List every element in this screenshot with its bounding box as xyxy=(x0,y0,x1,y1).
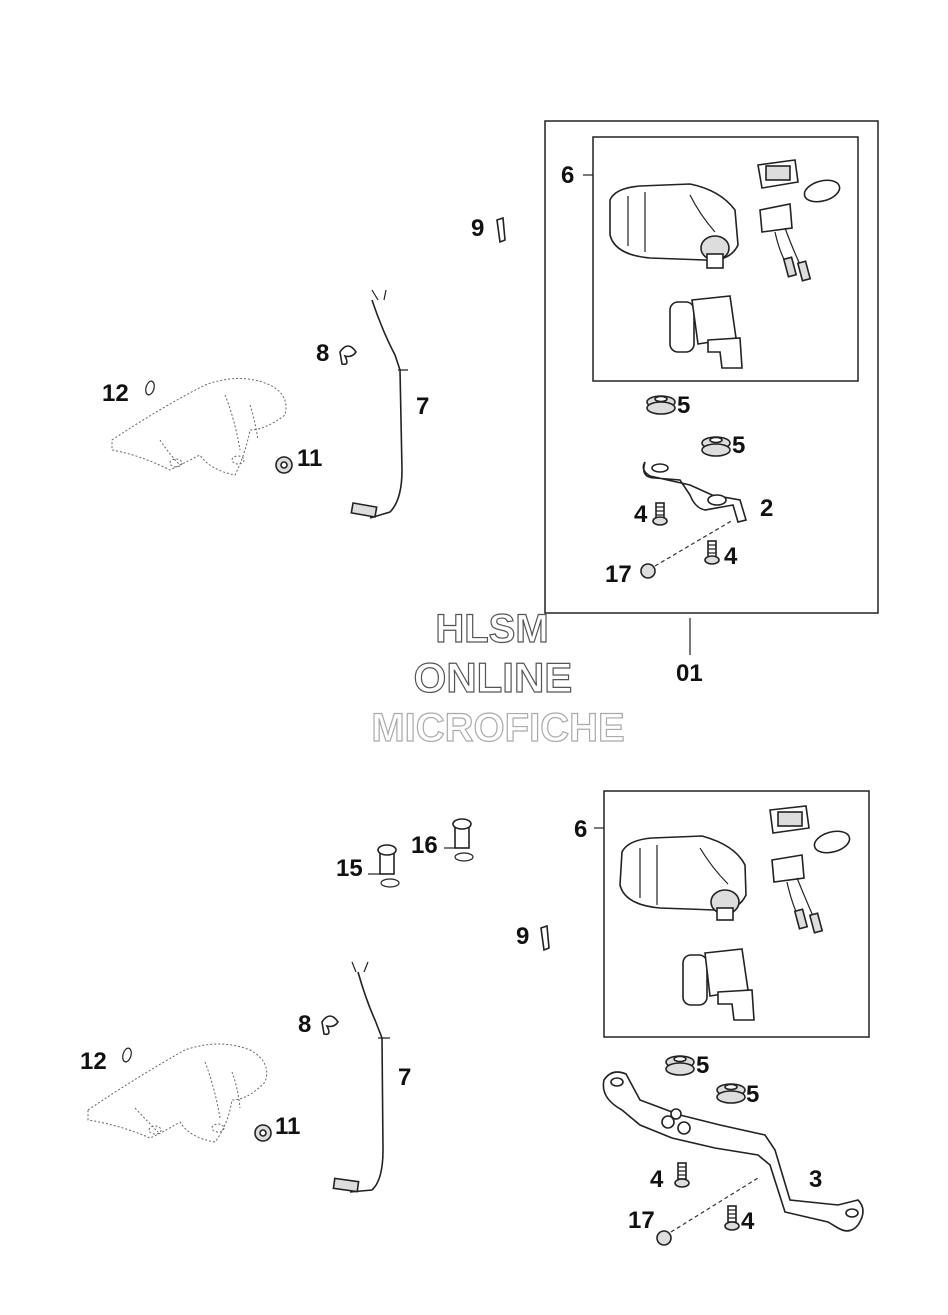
clip-9-bottom xyxy=(540,924,550,952)
relay-module-bottom xyxy=(682,948,755,1021)
switch-box-6-bottom xyxy=(603,790,870,1038)
wire-connector-bottom xyxy=(771,854,824,934)
grommet-5b-bottom xyxy=(716,1083,746,1104)
cable-clamp-8-bottom xyxy=(321,1015,339,1036)
speedo-cable-7 xyxy=(350,289,408,519)
grommet-5a-bottom xyxy=(665,1055,695,1076)
bracket-3 xyxy=(602,1071,864,1232)
callout-12-bottom: 12 xyxy=(80,1048,107,1075)
callout-9-bottom: 9 xyxy=(516,923,529,950)
callout-4b: 4 xyxy=(724,543,738,570)
screw-4a-bottom xyxy=(674,1162,690,1188)
watermark-line2: ONLINE xyxy=(414,654,573,701)
callout-17-bottom: 17 xyxy=(628,1207,655,1234)
screw-4b-bottom xyxy=(724,1205,740,1231)
callout-12: 12 xyxy=(102,380,129,407)
callout-5b: 5 xyxy=(732,432,745,459)
callout-3: 3 xyxy=(809,1166,822,1193)
switch-housing-bottom xyxy=(619,835,747,921)
callout-11-bottom: 11 xyxy=(275,1113,300,1140)
callout-01: 01 xyxy=(676,660,703,687)
bracket-2 xyxy=(642,461,748,523)
callout-17: 17 xyxy=(605,561,632,588)
callout-6: 6 xyxy=(561,162,574,189)
grommet-11 xyxy=(275,456,293,474)
callout-15: 15 xyxy=(336,855,363,882)
grommet-5a xyxy=(646,395,676,415)
cover-12 xyxy=(111,378,287,476)
display-unit-bottom xyxy=(769,805,851,854)
display-unit xyxy=(757,159,841,203)
screw-17 xyxy=(640,519,734,579)
relay-module xyxy=(669,295,743,369)
callout-9: 9 xyxy=(471,215,484,242)
wire-connector xyxy=(759,203,812,282)
callout-8: 8 xyxy=(316,340,329,367)
kit-frame-01 xyxy=(544,120,879,614)
callout-5a: 5 xyxy=(677,392,690,419)
grommet-11-bottom xyxy=(254,1124,272,1142)
callout-4b-bottom: 4 xyxy=(741,1208,755,1235)
cable-clamp-8 xyxy=(339,345,357,366)
callout-4a: 4 xyxy=(634,501,648,528)
cover-12-bottom xyxy=(87,1043,268,1143)
callout-2: 2 xyxy=(760,495,773,522)
screw-17-bottom xyxy=(656,1177,759,1246)
callout-16: 16 xyxy=(411,832,438,859)
callout-8-bottom: 8 xyxy=(298,1011,311,1038)
bottom-assembly: 6 9 15 16 8 7 12 11 5 5 4 3 17 4 xyxy=(80,790,870,1246)
callout-6-bottom: 6 xyxy=(574,816,587,843)
bolt-16 xyxy=(444,818,474,862)
callout-5a-bottom: 5 xyxy=(696,1052,709,1079)
callout-4a-bottom: 4 xyxy=(650,1166,664,1193)
switch-housing xyxy=(609,183,739,269)
switch-box-6 xyxy=(592,136,859,382)
watermark: HLSM ONLINE MICROFICHE xyxy=(371,606,626,750)
callout-7-bottom: 7 xyxy=(398,1064,411,1091)
watermark-line1: HLSM xyxy=(435,607,548,651)
screw-4a xyxy=(652,502,668,526)
clip-9 xyxy=(496,216,506,244)
screw-4b xyxy=(704,540,720,565)
top-assembly: 6 9 8 7 12 11 5 5 4 2 4 17 01 xyxy=(102,120,879,687)
callout-7: 7 xyxy=(416,393,429,420)
callout-11: 11 xyxy=(297,445,322,472)
watermark-line3: MICROFICHE xyxy=(371,706,624,750)
grommet-5b xyxy=(701,436,731,457)
callout-5b-bottom: 5 xyxy=(746,1081,759,1108)
bolt-15 xyxy=(368,844,400,888)
speedo-cable-7-bottom xyxy=(332,961,390,1193)
